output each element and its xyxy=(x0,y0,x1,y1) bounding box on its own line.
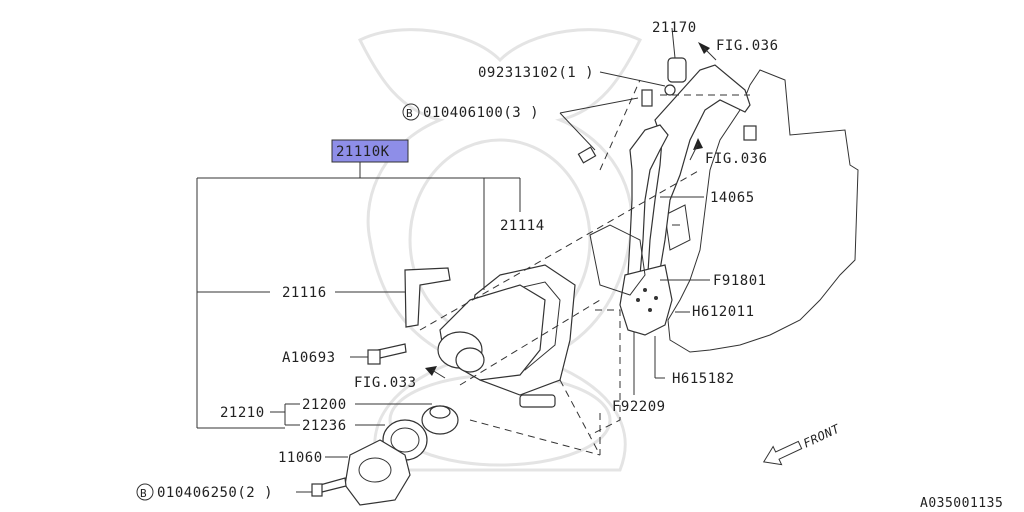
label-f91801[interactable]: F91801 xyxy=(713,273,767,289)
label-fig036-mid[interactable]: FIG.036 xyxy=(705,151,768,167)
label-h615182[interactable]: H615182 xyxy=(672,371,735,387)
bracket-21116 xyxy=(404,267,451,328)
label-fig036-top[interactable]: FIG.036 xyxy=(716,38,779,54)
water-pipe-14065 xyxy=(619,64,751,336)
arrow-fig033 xyxy=(425,366,437,376)
label-21236[interactable]: 21236 xyxy=(302,418,347,434)
water-pump-icon xyxy=(437,284,556,408)
label-f92209[interactable]: F92209 xyxy=(612,399,666,415)
label-fig033[interactable]: FIG.033 xyxy=(354,375,417,391)
hose-icon xyxy=(667,57,687,83)
highlight-box-21110k[interactable] xyxy=(331,139,409,163)
label-010406250[interactable]: 010406250(2 ) xyxy=(157,485,273,501)
bolt-icon xyxy=(367,343,407,365)
label-21114[interactable]: 21114 xyxy=(500,218,545,234)
svg-text:B: B xyxy=(406,107,413,120)
svg-text:B: B xyxy=(140,487,147,500)
label-a10693[interactable]: A10693 xyxy=(282,350,336,366)
engine-block-outline xyxy=(667,69,859,353)
front-label: FRONT xyxy=(801,421,842,450)
bolt-icon xyxy=(577,89,653,164)
label-010406100[interactable]: 010406100(3 ) xyxy=(423,105,539,121)
hose-clip xyxy=(664,84,676,96)
thermostat-cover-11060 xyxy=(344,439,411,506)
label-092313102[interactable]: 092313102(1 ) xyxy=(478,65,594,81)
label-21170[interactable]: 21170 xyxy=(652,20,697,36)
nut xyxy=(743,125,757,141)
label-21210[interactable]: 21210 xyxy=(220,405,265,421)
circle-b-icon: B xyxy=(136,483,154,501)
engine-bracket xyxy=(664,204,691,251)
thermostat-icon xyxy=(421,405,459,435)
front-arrow-icon: FRONT xyxy=(762,421,842,466)
part-number-21110k[interactable]: 21110K xyxy=(336,144,390,160)
drawing-number: A035001135 xyxy=(920,496,1003,511)
label-21200[interactable]: 21200 xyxy=(302,397,347,413)
label-14065[interactable]: 14065 xyxy=(710,190,755,206)
leader-lines xyxy=(196,27,710,493)
circle-b-icon: B xyxy=(402,103,420,121)
bolt-icon xyxy=(311,477,347,497)
label-21116[interactable]: 21116 xyxy=(282,285,327,301)
label-h612011[interactable]: H612011 xyxy=(692,304,755,320)
label-11060[interactable]: 11060 xyxy=(278,450,323,466)
